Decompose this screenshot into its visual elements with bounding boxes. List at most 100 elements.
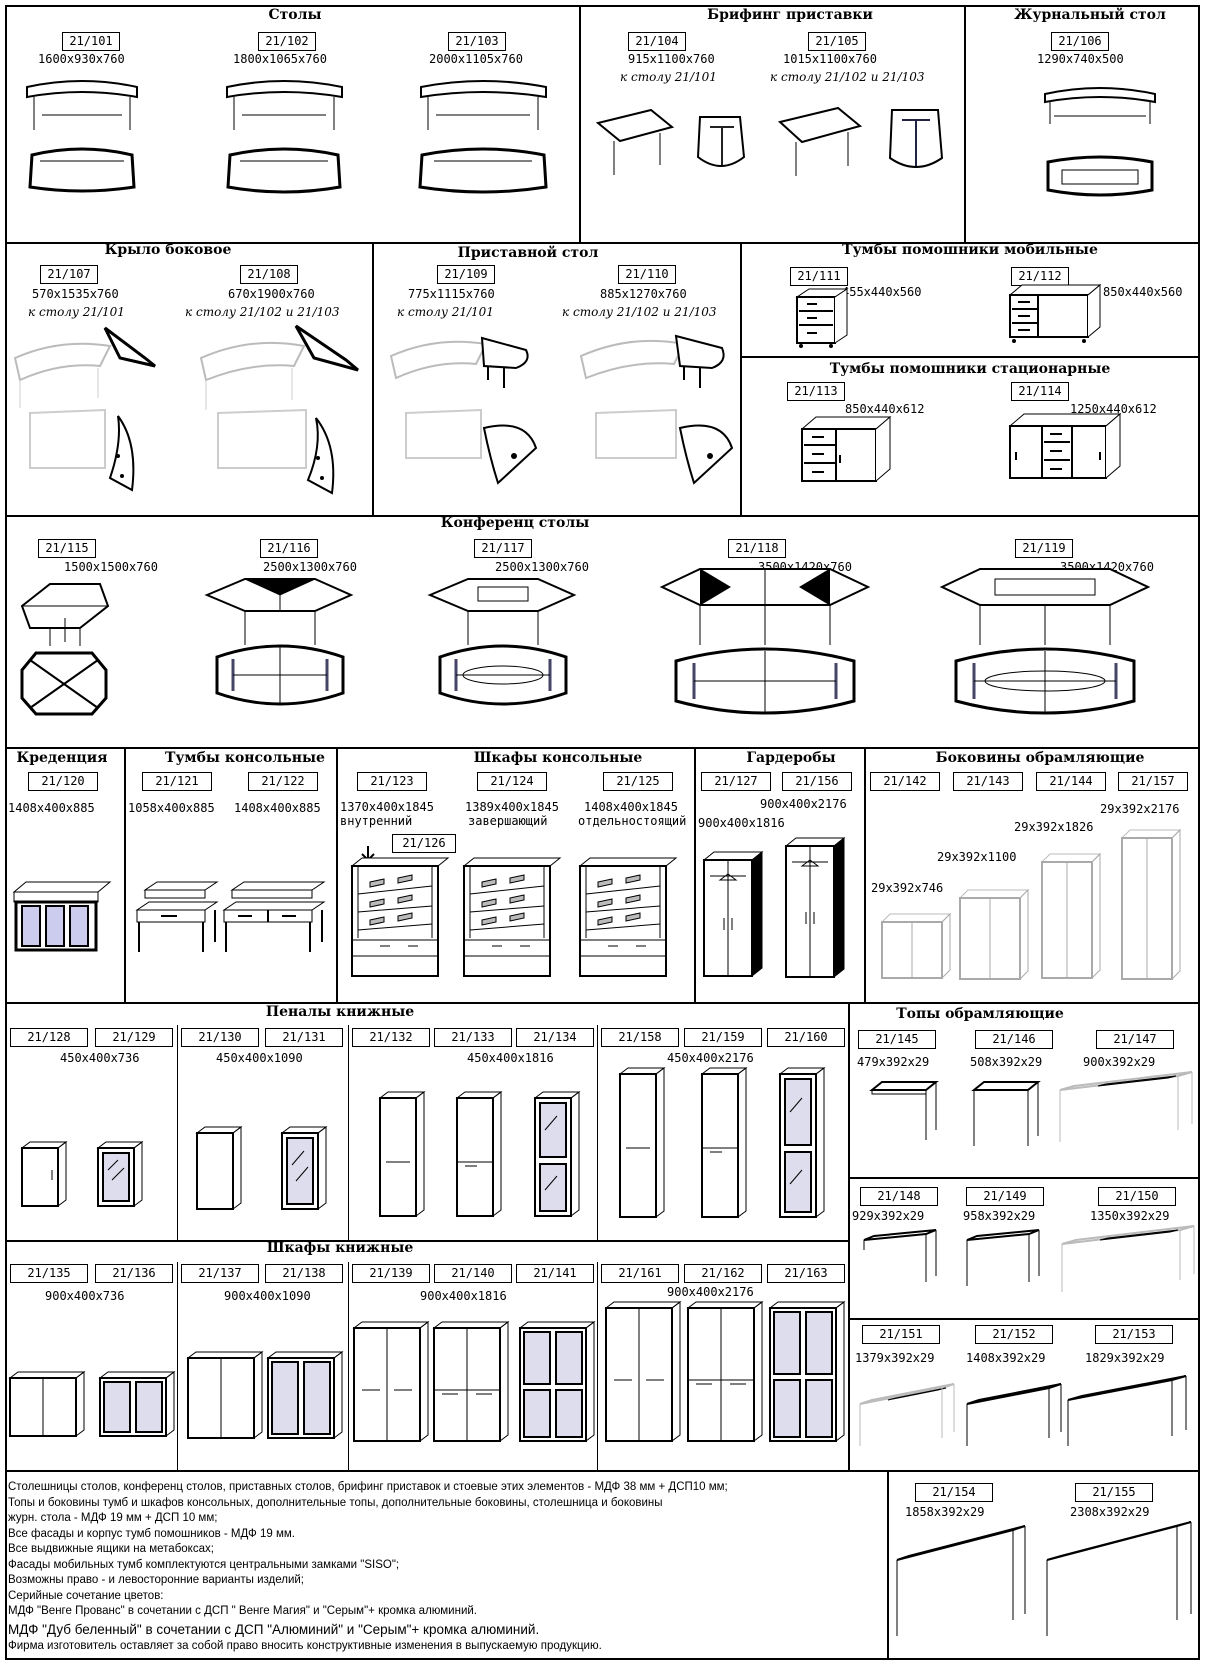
item-code: 21/155 (1075, 1483, 1153, 1502)
item-code: 21/123 (357, 772, 427, 791)
item-dimensions: 1408x400x1845 (584, 800, 678, 814)
item-dimensions: 850x440x560 (1103, 285, 1183, 299)
divider (848, 1002, 850, 1470)
item-code: 21/125 (603, 772, 673, 791)
bookcase-illustration (518, 1320, 596, 1445)
item-dimensions: 900x400x2176 (760, 797, 847, 811)
divider (348, 1262, 349, 1470)
top-panel-illustration (1066, 1372, 1191, 1450)
desk-illustration (222, 75, 347, 205)
bookcase-illustration (700, 1066, 748, 1221)
divider (5, 515, 1200, 517)
desk-illustration (416, 75, 551, 205)
item-dimensions: 450x400x1816 (467, 1051, 554, 1065)
item-dimensions: 1370x400x1845 (340, 800, 434, 814)
item-code: 21/105 (808, 32, 866, 51)
conference-table-illustration (659, 565, 871, 725)
mobile-pedestal-illustration (795, 287, 855, 349)
side-wing-illustration (10, 318, 160, 498)
note-line: Топы и боковины тумб и шкафов консольных… (8, 1496, 663, 1509)
item-code: 21/138 (265, 1264, 343, 1283)
section-title: Крыло боковое (104, 242, 232, 258)
static-pedestal-illustration (1008, 412, 1123, 484)
item-dimensions: 929x392x29 (852, 1209, 925, 1223)
note-line: Возможны право - и левосторонние вариант… (8, 1574, 304, 1586)
side-panel-illustration (1040, 852, 1102, 982)
item-dimensions: 1500x1500x760 (64, 560, 158, 574)
item-dimensions: 958x392x29 (963, 1209, 1036, 1223)
item-code: 21/163 (767, 1264, 845, 1283)
top-panel-illustration (869, 1080, 942, 1142)
credenza-illustration (12, 880, 112, 955)
divider (694, 747, 696, 1002)
item-code: 21/102 (258, 32, 316, 51)
note-line: Столешницы столов, конференц столов, при… (8, 1481, 728, 1493)
item-code: 21/157 (1118, 772, 1188, 791)
item-code: 21/158 (601, 1028, 679, 1047)
item-dimensions: 1290x740x500 (1037, 52, 1124, 66)
item-note: к столу 21/101 (620, 70, 717, 84)
item-code: 21/135 (10, 1264, 88, 1283)
section-title: Креденция (16, 750, 108, 766)
divider (740, 356, 1200, 358)
console-pedestal-illustration (222, 880, 327, 955)
divider (5, 1470, 1200, 1472)
item-code: 21/118 (728, 539, 786, 558)
note-line: Серийные сочетание цветов: (8, 1589, 164, 1602)
top-panel-illustration (895, 1520, 1030, 1640)
bookcase-illustration (533, 1090, 581, 1220)
section-title: Журнальный стол (1014, 7, 1166, 23)
note-line: Все фасады и корпус тумб помошников - МД… (8, 1527, 295, 1540)
item-dimensions: 1250x440x612 (1070, 402, 1157, 416)
item-note: внутренний (340, 814, 413, 828)
add-on-table-illustration (386, 318, 546, 488)
item-code: 21/115 (38, 539, 96, 558)
item-dimensions: 2500x1300x760 (495, 560, 589, 574)
section-title: Шкафы книжные (266, 1240, 414, 1256)
divider (848, 1177, 1200, 1179)
divider (579, 5, 581, 242)
item-dimensions: 1600x930x760 (38, 52, 125, 66)
item-dimensions: 2308x392x29 (1070, 1505, 1150, 1519)
bookcase-illustration (20, 1140, 68, 1210)
item-code: 21/108 (240, 265, 298, 284)
item-note: к столу 21/101 (28, 305, 125, 319)
bookcase-illustration (195, 1125, 243, 1213)
item-code: 21/129 (95, 1028, 173, 1047)
console-cabinet-illustration (350, 846, 450, 981)
item-code: 21/134 (516, 1028, 594, 1047)
divider (864, 747, 866, 1002)
item-code: 21/161 (601, 1264, 679, 1283)
item-dimensions: 29x392x746 (871, 881, 944, 895)
divider (597, 1025, 598, 1240)
item-dimensions: 1015x1100x760 (783, 52, 877, 66)
item-code: 21/113 (787, 382, 845, 401)
bookcase-illustration (686, 1300, 764, 1445)
item-dimensions: 900x400x1090 (224, 1289, 311, 1303)
item-note: к столу 21/102 и 21/103 (562, 305, 717, 319)
item-dimensions: 29x392x1826 (1014, 820, 1094, 834)
item-code: 21/145 (858, 1030, 936, 1049)
wardrobe-illustration (784, 836, 846, 981)
top-panel-illustration (862, 1228, 942, 1288)
top-panel-illustration (965, 1228, 1045, 1290)
section-title: Топы обрамляющие (896, 1006, 1064, 1022)
section-title: Приставной стол (457, 245, 599, 261)
item-code: 21/114 (1011, 382, 1069, 401)
divider (177, 1262, 178, 1470)
item-code: 21/136 (95, 1264, 173, 1283)
item-code: 21/154 (915, 1483, 993, 1502)
mobile-pedestal-illustration (1008, 283, 1103, 345)
item-code: 21/149 (966, 1187, 1044, 1206)
divider (348, 1025, 349, 1240)
divider (887, 1470, 889, 1660)
item-note: к столу 21/101 (397, 305, 494, 319)
item-code: 21/144 (1036, 772, 1106, 791)
bookcase-illustration (778, 1066, 826, 1221)
wardrobe-illustration (702, 850, 764, 980)
section-title: Пеналы книжные (265, 1004, 415, 1020)
item-dimensions: 1858x392x29 (905, 1505, 985, 1519)
divider (597, 1262, 598, 1470)
console-cabinet-illustration (462, 846, 562, 981)
conference-table-illustration (20, 578, 110, 718)
